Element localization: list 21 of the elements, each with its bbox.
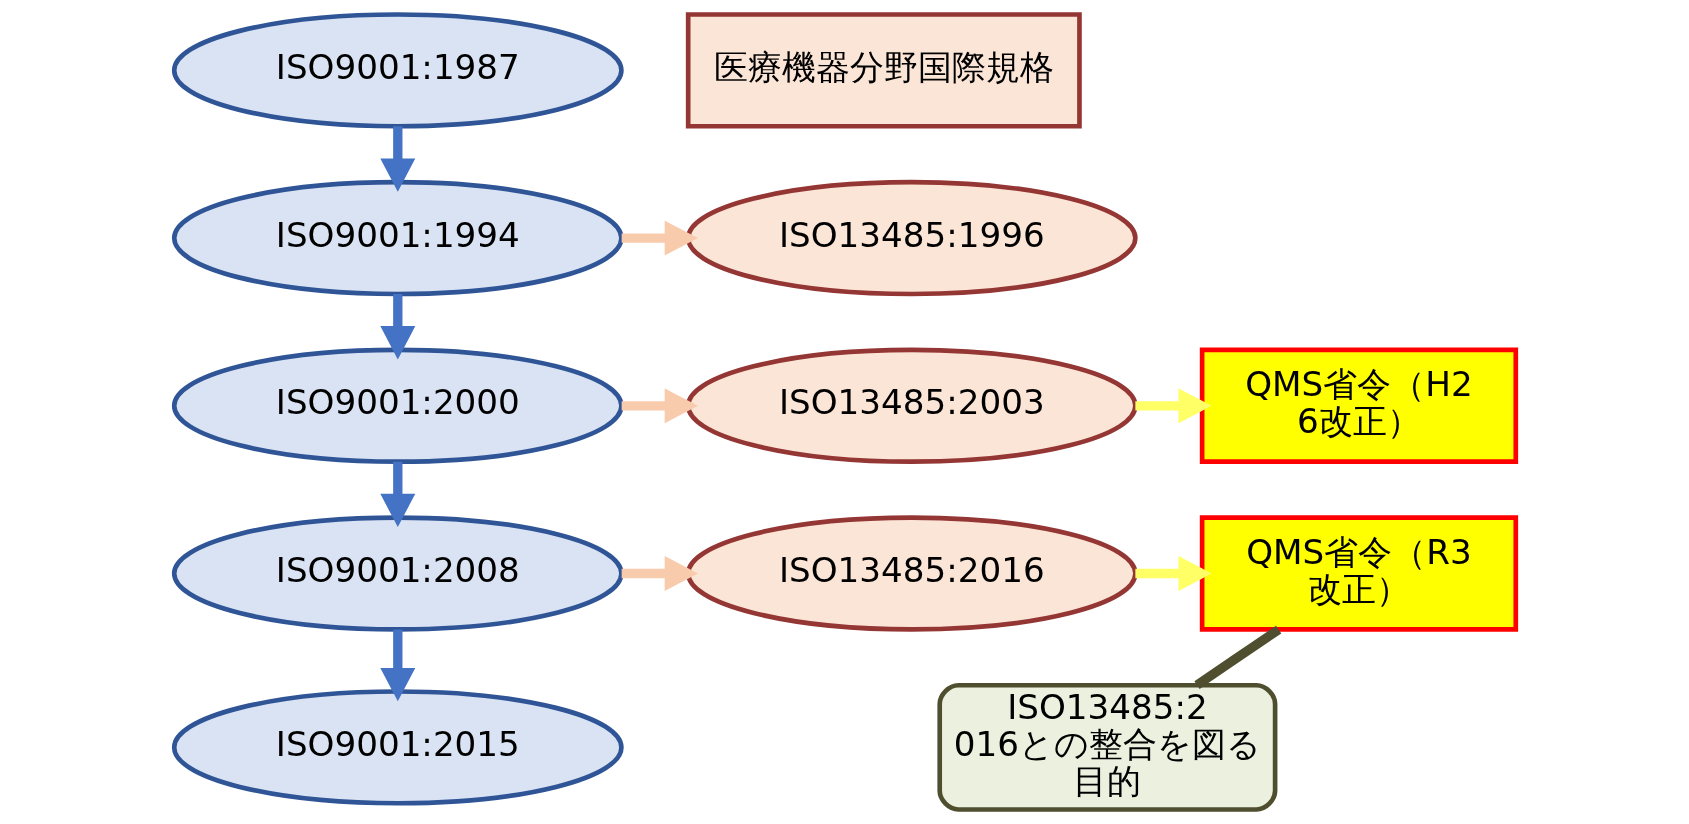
node-box: ISO13485:2016との整合を図る目的: [936, 682, 1277, 812]
node-box: QMS省令（R3改正）: [1199, 515, 1518, 632]
arrow: [621, 220, 698, 256]
node-box: QMS省令（H26改正）: [1199, 347, 1518, 464]
node-ellipse: ISO13485:1996: [685, 179, 1138, 297]
arrow: [1134, 388, 1212, 424]
node-ellipse: ISO9001:1994: [171, 179, 624, 297]
node-ellipse: ISO13485:2016: [685, 515, 1138, 632]
arrow: [379, 294, 415, 360]
node-ellipse: ISO9001:1987: [171, 12, 624, 129]
arrow: [621, 556, 698, 591]
arrow: [379, 629, 415, 702]
arrow: [379, 126, 415, 192]
node-ellipse: ISO9001:2008: [171, 515, 624, 632]
arrow: [1134, 556, 1212, 591]
arrow: [379, 461, 415, 528]
arrow: [621, 388, 698, 424]
node-ellipse: ISO9001:2015: [171, 689, 624, 806]
node-box: 医療機器分野国際規格: [685, 12, 1082, 129]
node-ellipse: ISO9001:2000: [171, 347, 624, 464]
node-ellipse: ISO13485:2003: [685, 347, 1138, 464]
